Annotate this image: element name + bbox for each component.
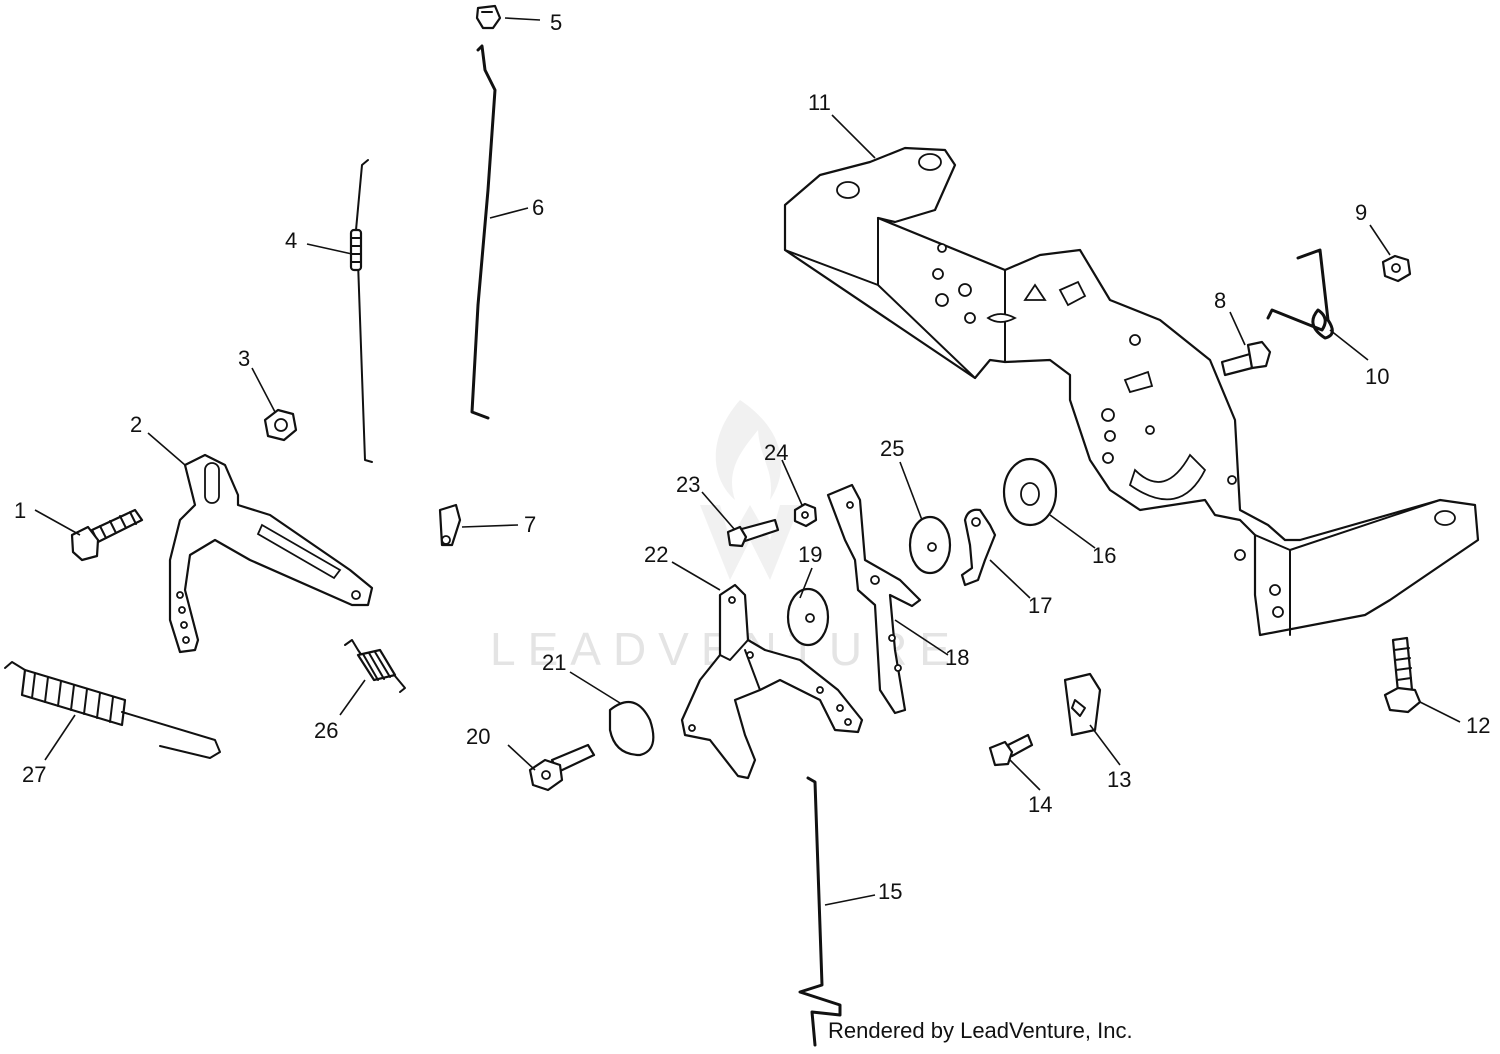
callout-7: 7 [524, 512, 536, 537]
part-18-bracket [826, 483, 922, 715]
rendered-by-credit: Rendered by LeadVenture, Inc. [828, 1018, 1133, 1043]
callout-14: 14 [1028, 792, 1052, 817]
callout-3: 3 [238, 346, 250, 371]
callout-17: 17 [1028, 593, 1052, 618]
part-19-washer [786, 587, 830, 647]
callout-27: 27 [22, 762, 46, 787]
callout-21: 21 [542, 650, 566, 675]
part-13-clip [1063, 672, 1102, 737]
leader-lines [34, 17, 1461, 906]
callout-labels: 1 2 3 4 5 6 7 8 9 10 11 12 13 14 15 16 1… [14, 10, 1490, 904]
part-14-screw [988, 733, 1034, 767]
callout-22: 22 [644, 542, 668, 567]
callout-4: 4 [285, 228, 297, 253]
callout-20: 20 [466, 724, 490, 749]
part-26-spring [344, 639, 406, 693]
part-9-nut [1381, 254, 1412, 283]
part-1-bolt [70, 508, 144, 562]
callout-13: 13 [1107, 767, 1131, 792]
part-20-bolt [528, 743, 596, 792]
callout-8: 8 [1214, 288, 1226, 313]
part-5-grommet [475, 4, 502, 30]
part-4-spring-rod [349, 159, 373, 463]
part-3-nut [263, 408, 298, 442]
callout-9: 9 [1355, 200, 1367, 225]
part-10-spring [1266, 248, 1334, 340]
callout-18: 18 [945, 645, 969, 670]
callout-26: 26 [314, 718, 338, 743]
part-21-washer [608, 700, 655, 757]
callout-10: 10 [1365, 364, 1389, 389]
callout-25: 25 [880, 436, 904, 461]
part-12-bolt [1383, 636, 1422, 714]
callout-23: 23 [676, 472, 700, 497]
callout-5: 5 [550, 10, 562, 35]
part-17-lever [960, 508, 997, 587]
callout-12: 12 [1466, 713, 1490, 738]
callout-24: 24 [764, 440, 788, 465]
callout-16: 16 [1092, 543, 1116, 568]
callout-1: 1 [14, 498, 26, 523]
part-15-rod [798, 776, 842, 1047]
part-6-rod [470, 44, 497, 420]
part-2-lever [168, 453, 374, 654]
part-16-washer [1002, 457, 1058, 527]
part-24-nut [793, 502, 818, 528]
part-8-bolt [1220, 340, 1272, 377]
callout-11: 11 [808, 90, 831, 115]
callout-6: 6 [532, 195, 544, 220]
callout-2: 2 [130, 412, 142, 437]
watermark-logo-icon [700, 400, 800, 580]
part-7-clip [438, 503, 462, 547]
part-25-washer [908, 515, 952, 575]
part-23-screw [726, 518, 780, 548]
part-22-bracket [680, 583, 864, 780]
part-27-spring [4, 661, 221, 759]
callout-19: 19 [798, 542, 822, 567]
callout-15: 15 [878, 879, 902, 904]
part-11-main-bracket [783, 146, 1480, 637]
